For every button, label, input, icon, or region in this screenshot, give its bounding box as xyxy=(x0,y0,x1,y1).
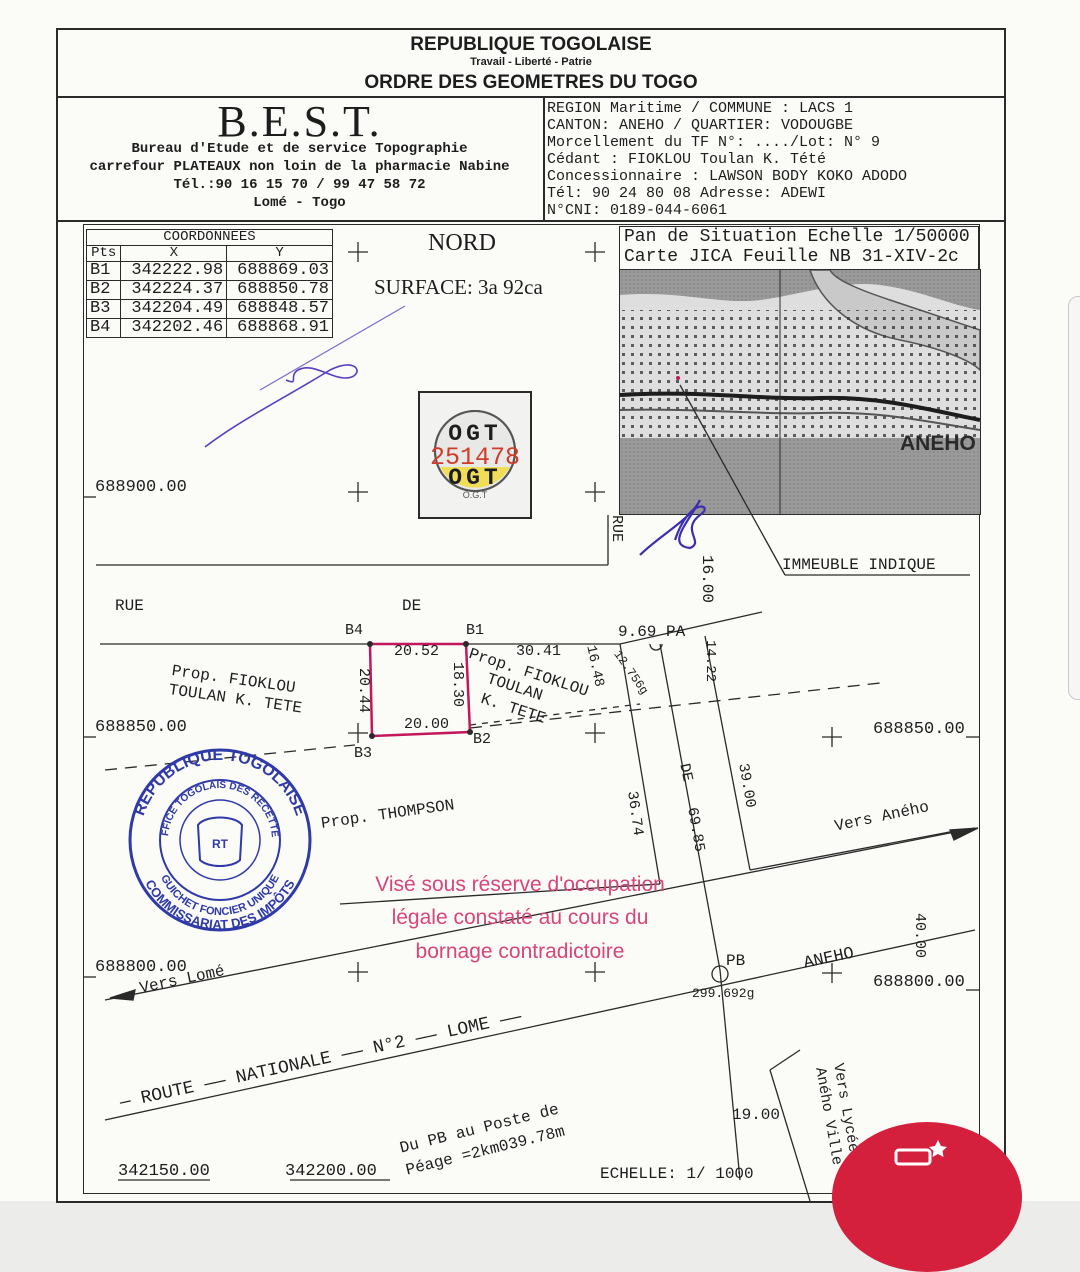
info-morcellement: Morcellement du TF N°: ..../Lot: N° 9 xyxy=(547,134,881,151)
grid-cross xyxy=(348,962,368,982)
grid-cross xyxy=(585,723,605,743)
scrollbar[interactable] xyxy=(1068,296,1080,700)
grid-label-y: 688900.00 xyxy=(95,478,187,497)
firm-name: B.E.S.T. xyxy=(217,97,382,146)
dim-16: 16.00 xyxy=(698,555,716,604)
situation-box xyxy=(619,226,979,269)
street-rue: RUE xyxy=(115,597,144,615)
info-cedant: Cédant : FIOKLOU Toulan K. Tété xyxy=(547,151,827,168)
point-b4: B4 xyxy=(345,622,364,639)
situation-map-graphic xyxy=(620,270,980,514)
point-b2: B2 xyxy=(473,731,492,748)
point-pa: 9.69 PA xyxy=(618,623,686,641)
grid-label-y: 688850.00 xyxy=(95,718,187,737)
grid-cross xyxy=(348,482,368,502)
info-column-divider xyxy=(543,96,545,220)
ogt-number: 251478 xyxy=(429,443,520,472)
visa-line3: bornage contradictoire xyxy=(415,940,625,963)
info-region: REGION Maritime / COMMUNE : LACS 1 xyxy=(547,100,854,117)
street-rue-vertical: RUE xyxy=(608,515,625,543)
ogt-top: OGT xyxy=(448,421,502,447)
point-pb: PB xyxy=(726,952,746,970)
grid-label-y: 688800.00 xyxy=(95,958,187,977)
row-y: 688868.91 xyxy=(226,318,333,338)
street-de-vertical: DE xyxy=(675,762,696,784)
stamp-ring-mid: OFFICE TOGOLAIS DES RECETTES xyxy=(0,0,280,838)
dim-2044: 20.44 xyxy=(355,668,372,714)
order-title: ORDRE DES GEOMETRES DU TOGO xyxy=(364,72,698,93)
surface-label: SURFACE: 3a 92ca xyxy=(374,275,543,299)
svg-text:RT: RT xyxy=(212,837,229,851)
grid-cross xyxy=(822,963,842,983)
dim-1900: 19.00 xyxy=(732,1106,781,1124)
header-divider xyxy=(56,96,1006,98)
grid-label-y-right: 688800.00 xyxy=(873,973,965,992)
info-tel: Tél: 90 24 80 08 Adresse: ADEWI xyxy=(547,185,827,202)
motto: Travail - Liberté - Patrie xyxy=(470,56,592,68)
grid-label-y-right: 688850.00 xyxy=(873,720,965,739)
situation-sheet: Carte JICA Feuille NB 31-XIV-2c xyxy=(624,247,959,267)
point-b3: B3 xyxy=(354,745,373,762)
row-pt: B4 xyxy=(85,318,122,338)
firm-phone: Tél.:90 16 15 70 / 99 47 58 72 xyxy=(173,177,426,193)
ogt-stamp: OGT 251478 OGT O.G.T xyxy=(418,391,532,519)
grid-cross xyxy=(585,482,605,502)
grid-cross xyxy=(585,242,605,262)
row-pt: B3 xyxy=(85,299,122,319)
grid-cross xyxy=(348,723,368,743)
ogt-bottom: OGT xyxy=(448,465,502,491)
signature-scribble xyxy=(639,499,706,556)
tax-office-stamp: RT REPUBLIQUE TOGOLAISE OFFICE TOGOLAIS … xyxy=(0,0,312,932)
scale-label: ECHELLE: 1/ 1000 xyxy=(600,1165,754,1183)
plan-drawing: RT REPUBLIQUE TOGOLAISE OFFICE TOGOLAIS … xyxy=(0,0,980,1201)
info-concessionnaire: Concessionnaire : LAWSON BODY KOKO ADODO xyxy=(547,168,908,185)
pb-angle: 299.692g xyxy=(692,986,755,1001)
grid-cross xyxy=(585,962,605,982)
grid-cross xyxy=(822,727,842,747)
situation-map: ANEHO xyxy=(619,269,981,515)
ogt-seal-graphic xyxy=(434,410,516,492)
edit-icon xyxy=(894,1140,947,1166)
row-x: 342222.98 xyxy=(120,261,228,281)
situation-title: Pan de Situation Echelle 1/50000 xyxy=(624,227,970,247)
grid-label-x: 342200.00 xyxy=(285,1162,377,1181)
grid-label-x: 342150.00 xyxy=(118,1162,210,1181)
firm-city: Lomé - Togo xyxy=(253,195,346,211)
plan-frame xyxy=(83,224,980,1194)
firm-line1: Bureau d'Etude et de service Topographie xyxy=(131,141,468,157)
floating-action-button[interactable] xyxy=(832,1122,1022,1272)
ogt-small: O.G.T xyxy=(462,490,488,500)
point-b1: B1 xyxy=(466,622,485,639)
signature-scribble xyxy=(204,364,358,448)
dim-2000: 20.00 xyxy=(404,716,450,733)
parcel-info: REGION Maritime / COMMUNE : LACS 1 CANTO… xyxy=(547,100,907,219)
dim-1830: 18.30 xyxy=(449,662,466,708)
row-x: 342202.46 xyxy=(120,318,228,338)
grid-cross xyxy=(348,242,368,262)
north-label: NORD xyxy=(428,230,497,256)
street-de: DE xyxy=(402,597,422,615)
country-title: REPUBLIQUE TOGOLAISE xyxy=(410,34,652,55)
immeuble-label: IMMEUBLE INDIQUE xyxy=(782,556,936,574)
boundary-markers xyxy=(367,641,473,739)
map-town-label: ANEHO xyxy=(900,432,976,455)
firm-line2: carrefour PLATEAUX non loin de la pharma… xyxy=(89,159,510,175)
dim-3041: 30.41 xyxy=(516,643,562,660)
visa-line2: légale constaté au cours du xyxy=(391,906,649,929)
info-canton: CANTON: ANEHO / QUARTIER: VODOUGBE xyxy=(547,117,854,134)
info-divider xyxy=(56,220,1006,222)
visa-line1: Visé sous réserve d'occupation xyxy=(375,873,665,896)
info-cni: N°CNI: 0189-044-6061 xyxy=(547,202,728,219)
col-pts: Pts xyxy=(85,245,122,262)
row-pt: B2 xyxy=(85,280,122,300)
dim-4000: 40.00 xyxy=(911,913,928,959)
dim-2052: 20.52 xyxy=(394,643,440,660)
row-x: 342204.49 xyxy=(120,299,228,319)
dim-1422: 14.22 xyxy=(702,640,718,683)
